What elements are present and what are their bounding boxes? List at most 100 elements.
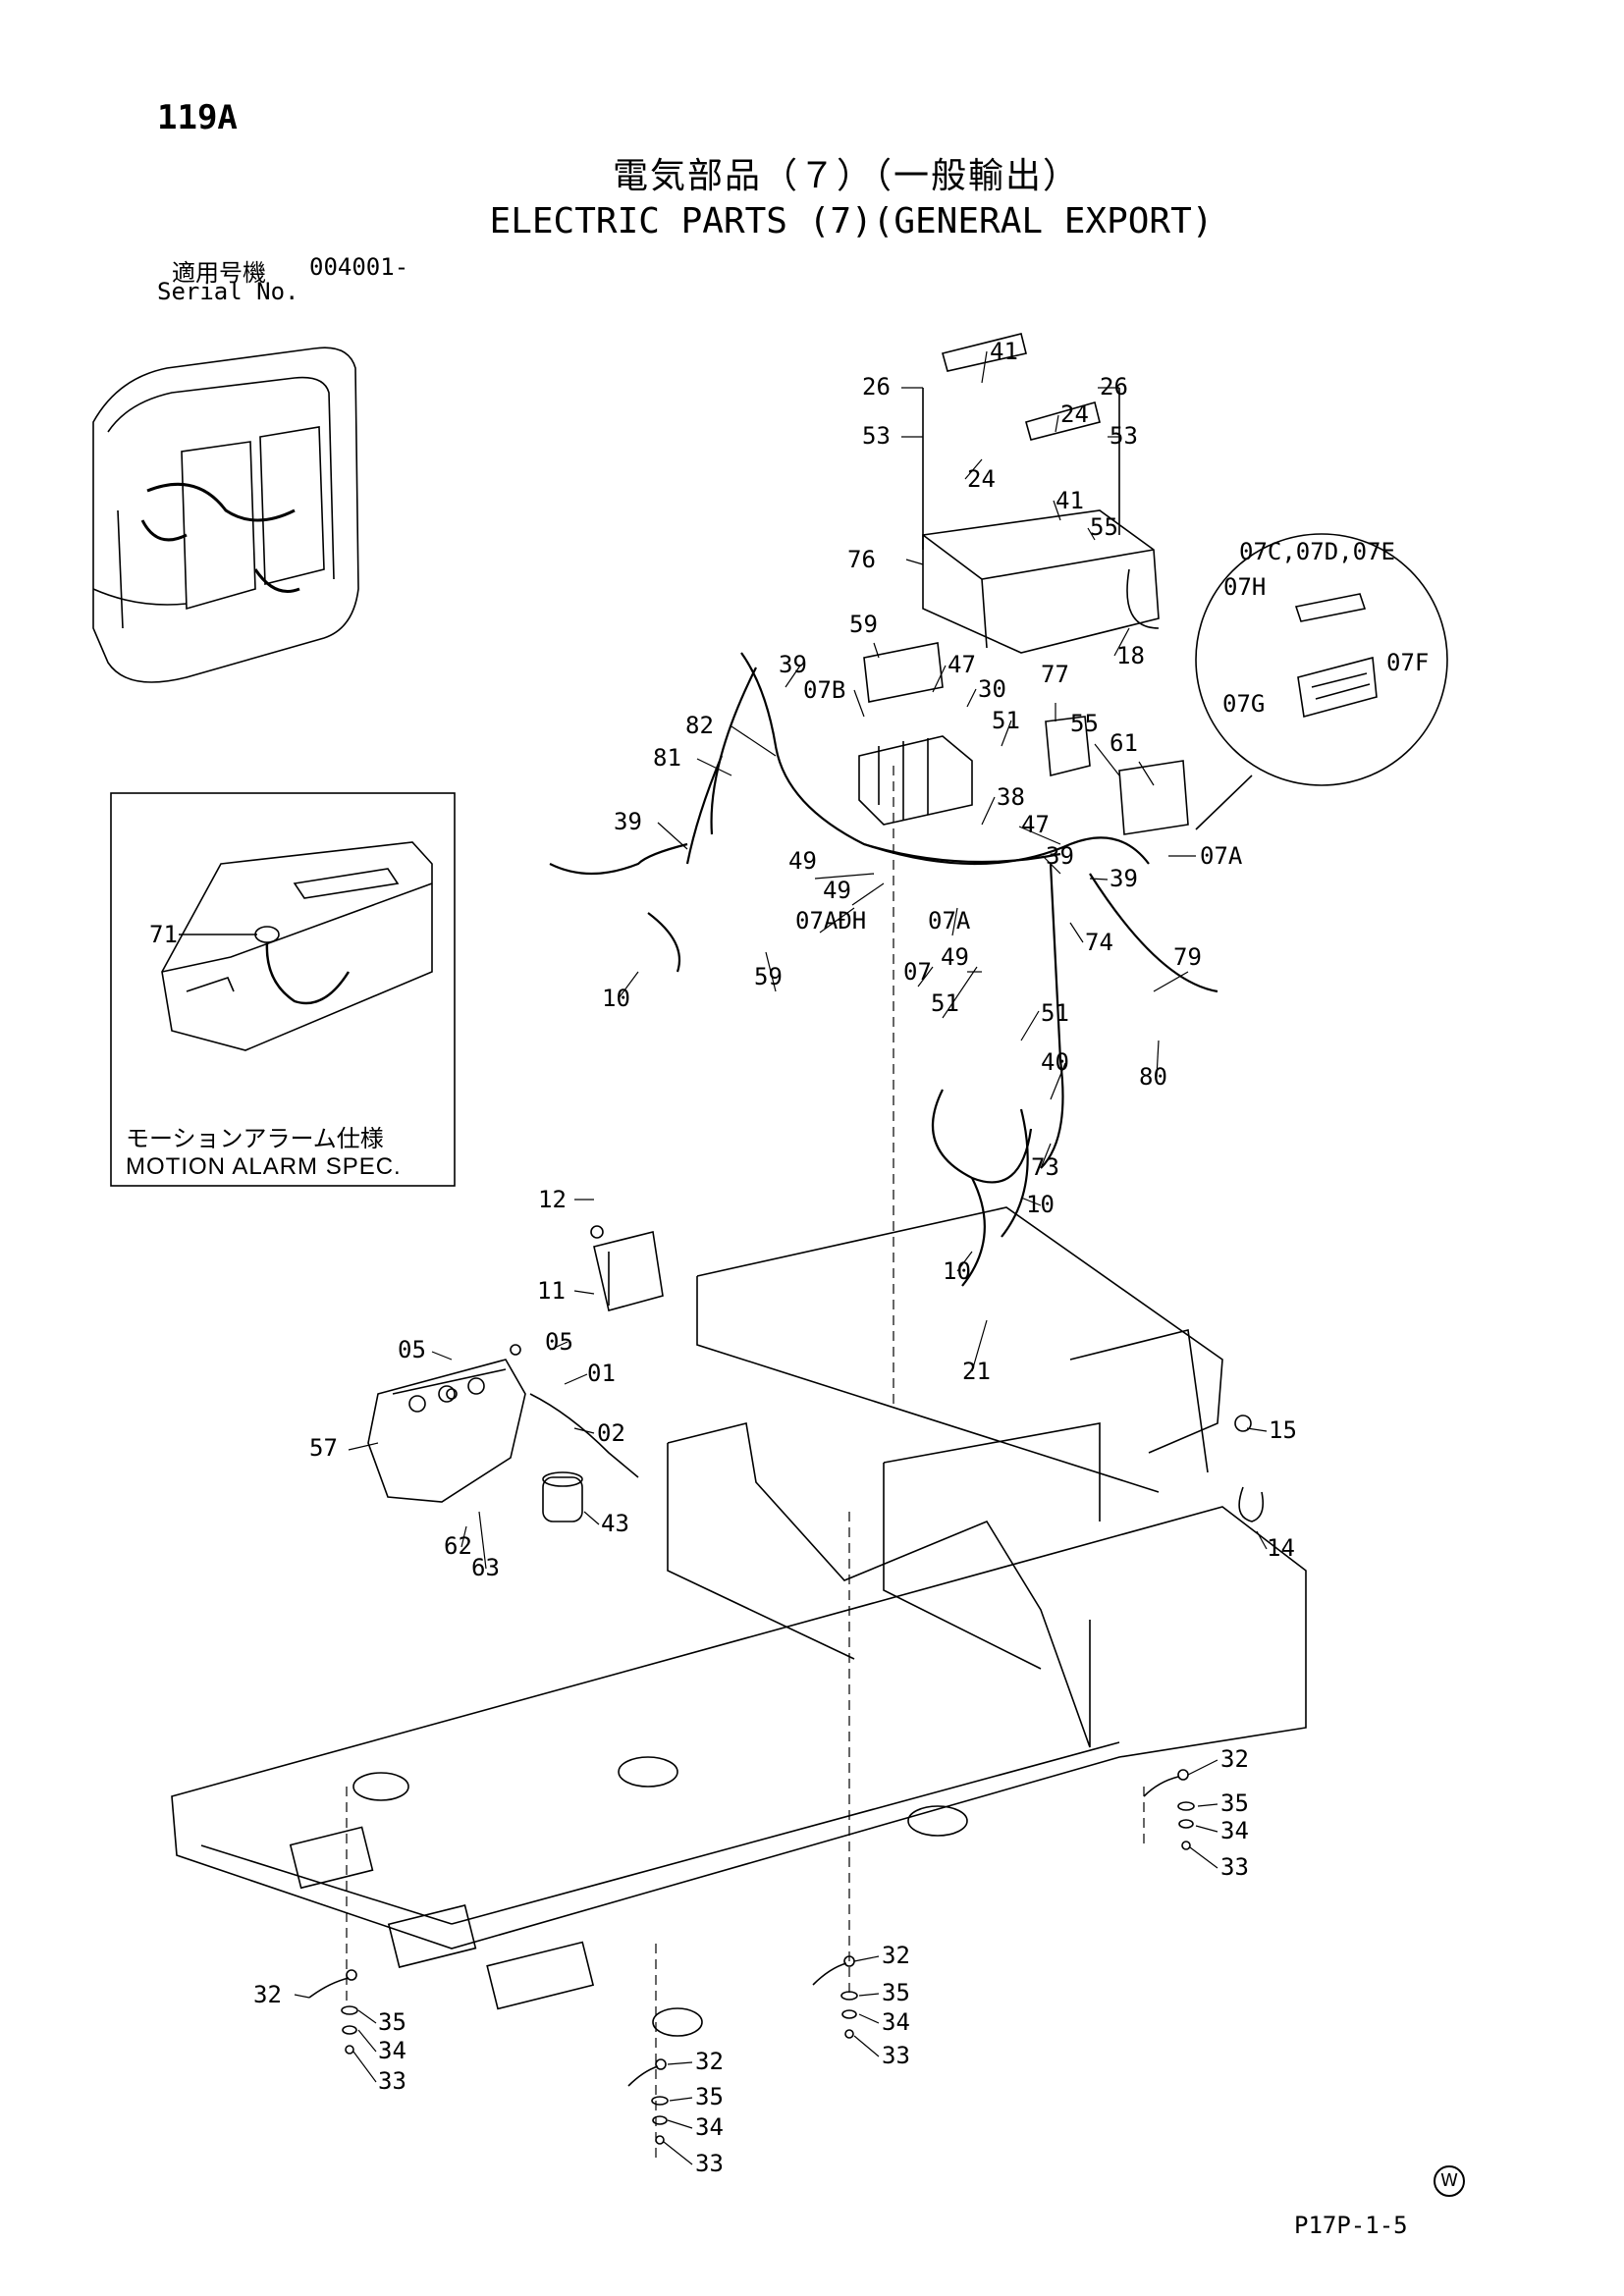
part-callout-7: 24 [1060,400,1089,428]
part-callout-33: 74 [1085,929,1113,956]
part-callout-71: 32 [695,2048,724,2075]
callout-leader-47 [573,1290,595,1295]
detail-callout-4: 07F [1386,649,1429,676]
callout-leader-35 [917,966,934,988]
small-bolt-parts [446,1225,1265,1522]
callout-leader-68 [858,1993,880,1997]
callout-leader-1 [981,350,988,384]
part-callout-3: 26 [1100,373,1128,400]
callout-leader-41 [1050,1062,1066,1100]
part-callout-74: 33 [695,2150,724,2177]
part-callout-37: 59 [754,963,783,990]
callout-leader-16 [966,688,977,708]
part-callout-24: 39 [614,808,642,835]
part-callout-17: 77 [1041,661,1069,688]
part-callout-46: 12 [538,1186,567,1213]
part-callout-26: 07A [1200,842,1243,870]
callout-leader-52 [971,1319,988,1372]
key-switch [542,1471,583,1522]
callout-leader-73 [667,2119,693,2129]
part-callout-35: 07 [903,958,932,986]
part-callout-73: 34 [695,2113,724,2141]
part-callout-11: 18 [1116,642,1145,669]
part-callout-30: 49 [823,877,851,904]
part-callout-20: 81 [653,744,681,772]
part-callout-69: 34 [882,2008,910,2036]
part-callout-5: 53 [1110,422,1138,450]
part-callout-27: 39 [1046,842,1074,870]
callout-leader-44 [1020,1197,1042,1206]
detail-callout-3: 07G [1222,690,1265,718]
detail-callout-1: 07C,07D,07E [1239,538,1395,565]
callout-leader-33 [1069,922,1084,943]
ground-clamp-set-left [308,1969,358,2055]
callout-leader-49 [549,1341,568,1351]
part-callout-66: 33 [378,2067,406,2095]
part-callout-65: 34 [378,2037,406,2064]
connector-detail-bubble [1195,533,1448,830]
part-callout-21: 55 [1070,710,1099,737]
callout-leader-50 [564,1373,588,1385]
callout-leader-28 [814,873,875,880]
callout-leader-15 [932,665,947,693]
callout-leader-72 [669,2097,693,2102]
callout-leader-8 [1053,500,1061,521]
callout-leader-22 [1138,761,1155,786]
callout-leader-37 [765,951,777,992]
callout-leader-24 [657,822,688,850]
callout-leader-21 [1094,743,1120,776]
callout-leader-60 [1197,1803,1218,1807]
callout-leader-58 [1256,1530,1268,1550]
fuse-relay-block [858,642,1189,835]
callout-leader-19 [731,725,777,757]
part-callout-68: 35 [882,1979,910,2006]
callout-leader-69 [858,2013,880,2024]
part-callout-72: 35 [695,2083,724,2110]
part-callout-58: 14 [1267,1534,1295,1562]
part-callout-47: 11 [537,1277,566,1305]
part-callout-61: 34 [1220,1817,1249,1844]
callout-leader-71 [667,2061,693,2065]
callout-leader-20 [696,758,732,776]
callout-leader-39 [942,966,978,1019]
callout-leader-18 [1001,720,1012,747]
callout-leader-23 [981,796,996,826]
part-callout-62: 33 [1220,1853,1249,1881]
detail-callout-2: 07H [1223,573,1266,601]
part-callout-67: 32 [882,1942,910,1969]
callout-leader-30 [851,882,885,906]
callout-leader-48 [431,1351,453,1361]
callout-leader-12 [873,642,880,659]
serial-label-english: Serial No. [157,278,299,305]
part-callout-15: 47 [947,651,976,678]
callout-leader-43 [1040,1143,1052,1169]
part-callout-23: 38 [997,783,1025,811]
part-callout-29: 39 [1110,865,1138,892]
inset-caption-japanese: モーションアラーム仕様 [126,1125,384,1152]
callout-leader-61 [1195,1825,1218,1833]
part-callout-4: 53 [862,422,891,450]
part-callout-60: 35 [1220,1789,1249,1817]
part-callout-32: 07A [928,907,971,934]
motion-alarm-inset-drawing [161,841,433,1051]
callout-leader-70 [853,2035,880,2057]
part-callout-54: 57 [309,1434,338,1462]
part-callout-14: 07B [803,676,845,704]
switch-panel [367,1359,639,1503]
callout-leader-27 [1042,855,1061,875]
part-callout-31: 07AÐH [795,907,866,934]
part-callout-28: 49 [788,847,817,875]
callout-leader-13 [785,665,801,688]
part-callout-16: 30 [978,675,1006,703]
part-callout-9: 55 [1090,513,1118,541]
page-number: 119A [157,98,238,137]
part-callout-13: 39 [779,651,807,678]
part-callout-2: 26 [862,373,891,400]
callout-leader-65 [357,2029,377,2053]
ground-clamp-set-center [627,2058,669,2145]
callout-leader-40 [1020,1010,1040,1041]
ground-clamp-set-mid [812,1955,858,2039]
part-callout-42: 80 [1139,1063,1167,1091]
w-mark-icon: W [1434,2165,1465,2197]
